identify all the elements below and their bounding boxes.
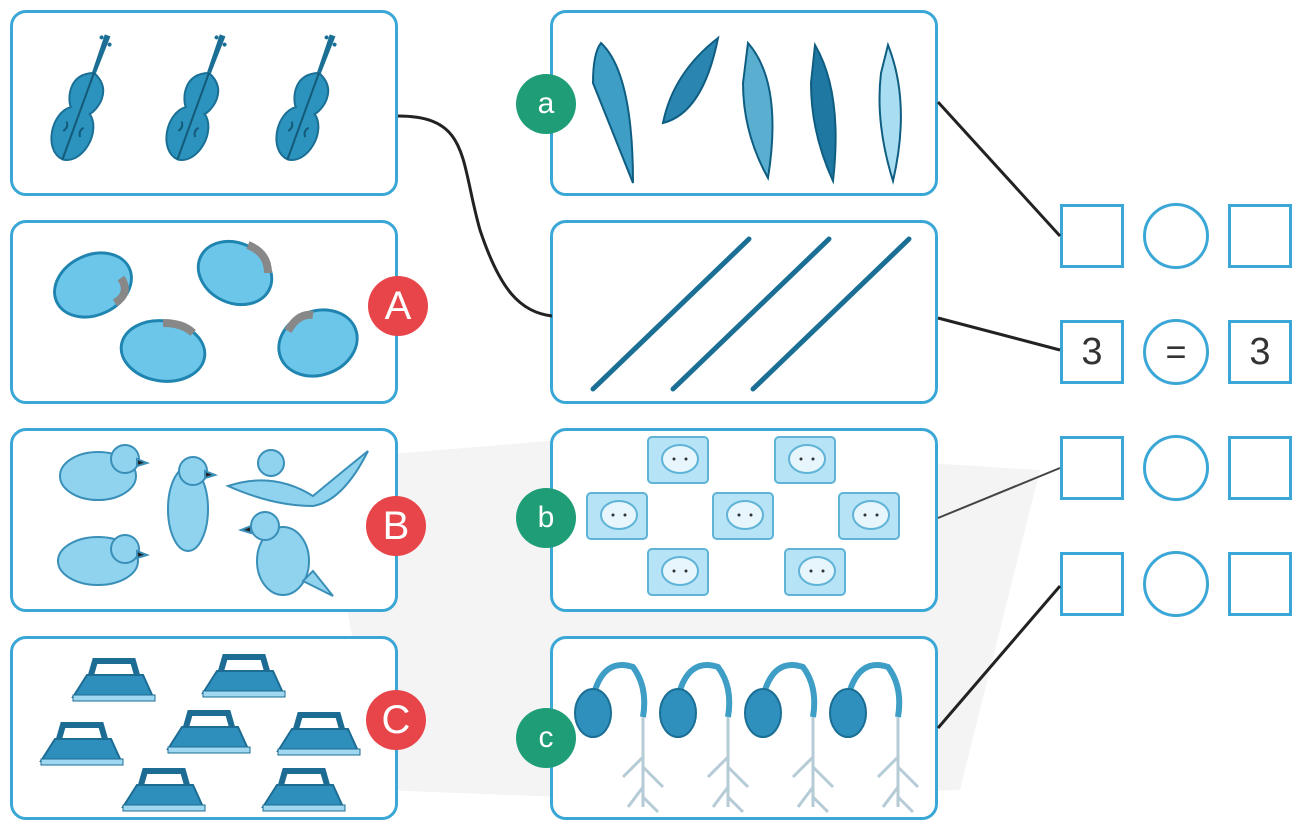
feather-icon (809, 41, 837, 185)
socket-icon (774, 436, 836, 484)
label-C-badge: C (366, 690, 426, 750)
irons-group (13, 639, 398, 820)
violin-icon (157, 27, 243, 168)
compare-4-left[interactable] (1060, 552, 1124, 616)
violins-group (42, 27, 353, 168)
compare-1-left[interactable] (1060, 204, 1124, 268)
compare-2-sign[interactable]: = (1143, 319, 1209, 385)
beans-group (53, 239, 359, 383)
label-B-badge: B (366, 496, 426, 556)
iron-icon (41, 725, 123, 765)
sticks-group (590, 236, 912, 392)
sockets-group (586, 436, 900, 596)
compare-3-left[interactable] (1060, 436, 1124, 500)
flower-icon (830, 665, 918, 812)
iron-icon (278, 715, 360, 755)
box-flowers[interactable] (550, 636, 938, 820)
socket-icon (712, 492, 774, 540)
bean-icon (196, 239, 274, 307)
box-irons[interactable] (10, 636, 398, 820)
bean-icon (119, 319, 207, 383)
compare-3-right[interactable] (1228, 436, 1292, 500)
violin-icon (267, 27, 353, 168)
flowers-group (553, 639, 938, 820)
feather-icon (878, 41, 902, 185)
flower-icon (660, 665, 748, 812)
iron-icon (203, 657, 285, 697)
iron-icon (168, 713, 250, 753)
compare-1-right[interactable] (1228, 204, 1292, 268)
bird-icon (237, 511, 334, 597)
box-sticks[interactable] (550, 220, 938, 404)
compare-1-sign[interactable] (1143, 203, 1209, 269)
compare-2-right[interactable]: 3 (1228, 320, 1292, 384)
box-birds[interactable] (10, 428, 398, 612)
bird-icon (167, 456, 219, 552)
flower-icon (575, 665, 663, 812)
feather-icon (661, 35, 720, 125)
box-sockets[interactable] (550, 428, 938, 612)
socket-icon (647, 548, 709, 596)
bird-icon (225, 449, 369, 508)
bean-icon (277, 308, 359, 378)
birds-group (57, 444, 369, 597)
feather-icon (741, 40, 774, 182)
socket-icon (784, 548, 846, 596)
box-beans[interactable] (10, 220, 398, 404)
iron-icon (123, 771, 205, 811)
iron-icon (73, 661, 155, 701)
bean-icon (53, 251, 133, 319)
feather-icon (591, 41, 634, 184)
socket-icon (647, 436, 709, 484)
stick-icon (590, 236, 752, 392)
label-b-badge: b (516, 488, 576, 548)
socket-icon (838, 492, 900, 540)
stick-icon (750, 236, 912, 392)
bird-icon (57, 534, 151, 586)
iron-icon (263, 771, 345, 811)
violin-icon (42, 27, 128, 168)
compare-2-left[interactable]: 3 (1060, 320, 1124, 384)
bird-icon (59, 444, 151, 501)
compare-4-sign[interactable] (1143, 551, 1209, 617)
compare-4-right[interactable] (1228, 552, 1292, 616)
box-violins[interactable] (10, 10, 398, 196)
feathers-group (591, 35, 902, 185)
socket-icon (586, 492, 648, 540)
flower-icon (745, 665, 833, 812)
compare-3-sign[interactable] (1143, 435, 1209, 501)
label-c-badge: c (516, 708, 576, 768)
stick-icon (670, 236, 832, 392)
label-a-badge: a (516, 74, 576, 134)
label-A-badge: A (368, 276, 428, 336)
box-feathers[interactable] (550, 10, 938, 196)
